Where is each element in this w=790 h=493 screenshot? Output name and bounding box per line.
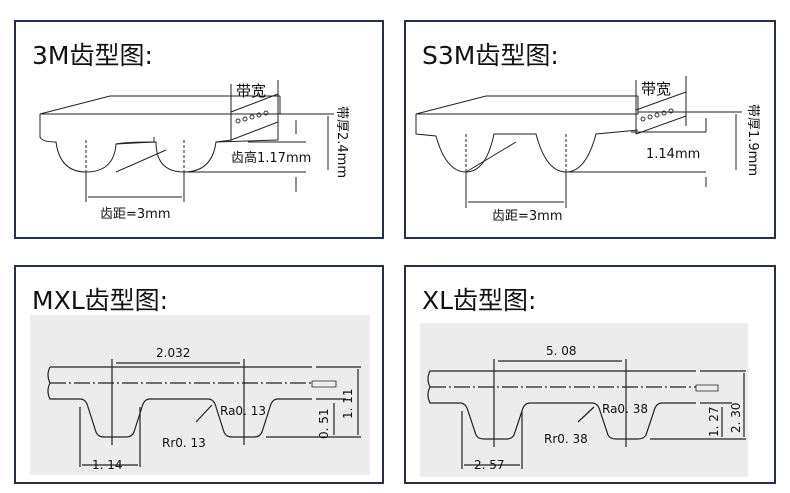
panel-xl: XL齿型图: 5. 08 Ra0. 38 Rr0. 38 2. 57 1. 27… [404,265,776,484]
panel-title: MXL齿型图: [32,286,169,315]
diagram-background [420,323,748,477]
panel-s3m: S3M齿型图: 带宽 1.14mm 齿距=3mm 带厚1.9mm [404,20,776,239]
tooth-height-label: 1. 27 [707,406,721,437]
xl-belt-diagram: 5. 08 Ra0. 38 Rr0. 38 2. 57 1. 27 2. 30 [427,344,746,472]
panel-3m: 3M齿型图: 带宽 齿高1.17mm 齿距=3mm 带厚2.4mm [14,20,384,239]
mxl-belt-diagram: 2.032 Ra0. 13 Rr0. 13 1. 14 0. 51 1. 11 [47,346,361,472]
pitch-label: 齿距=3mm [492,209,563,224]
thickness-label: 带厚1.9mm [745,104,760,176]
ra-label: Ra0. 38 [602,402,648,416]
thickness-label: 带厚2.4mm [334,106,349,178]
thickness-label: 2. 30 [729,402,743,433]
panel-title: S3M齿型图: [422,41,559,70]
pitch-label: 2.032 [156,346,190,360]
pitch-label: 5. 08 [546,344,577,358]
rr-label: Rr0. 38 [544,432,588,446]
tooth-height-label: 0. 51 [317,408,331,439]
tooth-height-label: 1.14mm [646,147,700,162]
thickness-label: 1. 11 [341,388,355,419]
tooth-width-label: 1. 14 [92,458,123,472]
panel-title: 3M齿型图: [32,41,153,70]
tooth-width-label: 2. 57 [474,458,505,472]
s3m-belt-diagram: 带宽 1.14mm 齿距=3mm 带厚1.9mm [415,76,760,224]
tooth-height-label: 齿高1.17mm [231,150,311,166]
ra-label: Ra0. 13 [220,404,266,418]
belt-width-label: 带宽 [641,80,671,98]
panel-mxl: MXL齿型图: 2.032 Ra0. 13 Rr0. 13 1. 14 0. 5… [14,265,384,484]
belt-width-label: 带宽 [236,82,266,100]
rr-label: Rr0. 13 [162,436,206,450]
diagram-background [30,315,370,475]
panel-title: XL齿型图: [422,286,537,315]
3m-belt-diagram: 带宽 齿高1.17mm 齿距=3mm 带厚2.4mm [39,80,349,222]
pitch-label: 齿距=3mm [100,207,171,222]
